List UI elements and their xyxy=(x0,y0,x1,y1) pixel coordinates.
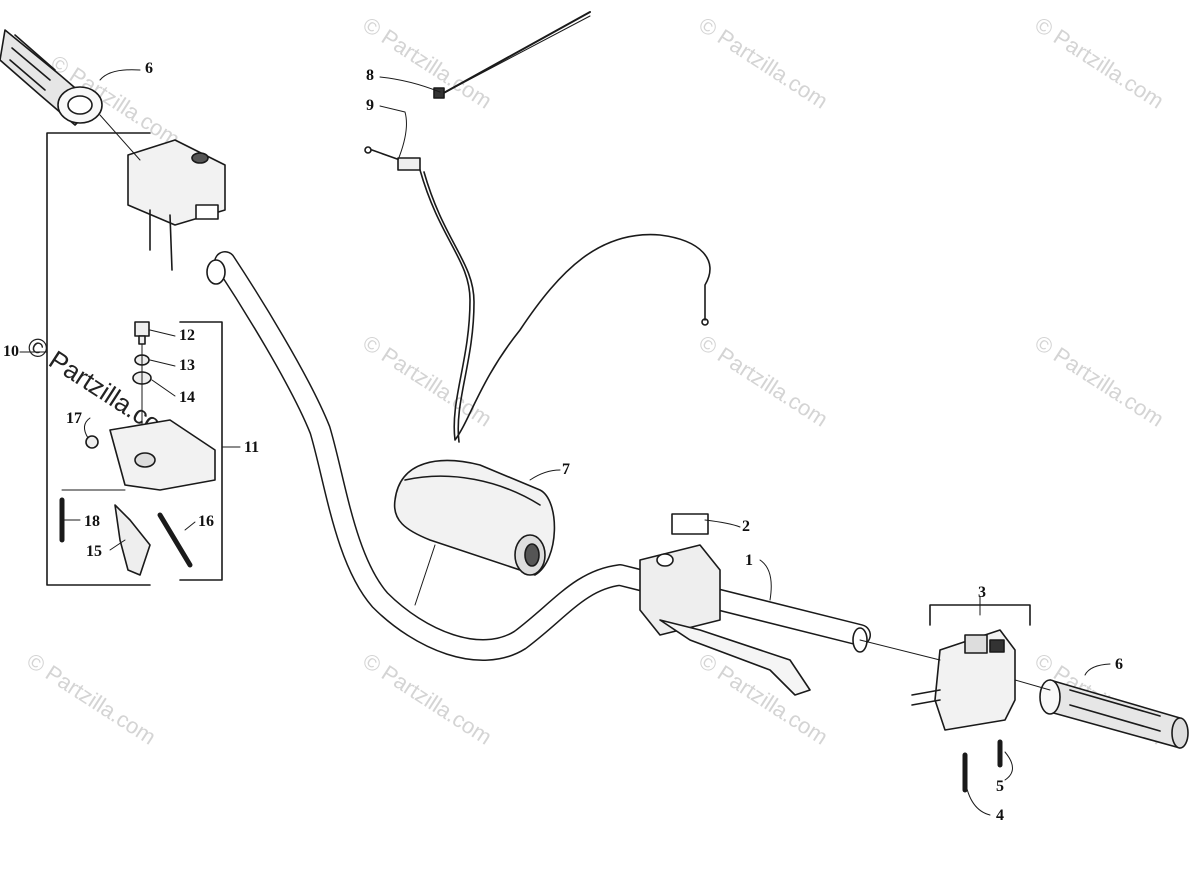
callout-17[interactable]: 17 xyxy=(66,410,82,427)
callout-18[interactable]: 18 xyxy=(84,513,100,530)
callout-16[interactable]: 16 xyxy=(198,513,214,530)
callout-6-right[interactable]: 6 xyxy=(1115,656,1123,673)
callout-10[interactable]: 10 xyxy=(3,343,19,360)
throttle-body xyxy=(109,419,216,491)
callout-4[interactable]: 4 xyxy=(996,807,1004,824)
handlebar xyxy=(206,251,871,661)
left-grip xyxy=(0,29,103,126)
callout-2[interactable]: 2 xyxy=(742,518,750,535)
switch-housing-3 xyxy=(911,629,1016,731)
callout-14[interactable]: 14 xyxy=(179,389,195,406)
bracket-11 xyxy=(179,321,223,581)
callout-15[interactable]: 15 xyxy=(86,543,102,560)
callout-12[interactable]: 12 xyxy=(179,327,195,344)
callout-13[interactable]: 13 xyxy=(179,357,195,374)
screw-16 xyxy=(157,512,193,568)
crossbar-pad-7 xyxy=(393,459,556,576)
callout-8[interactable]: 8 xyxy=(366,67,374,84)
callout-9[interactable]: 9 xyxy=(366,97,374,114)
throttle-housing xyxy=(127,139,226,271)
bolt-12 xyxy=(134,321,150,345)
callout-5[interactable]: 5 xyxy=(996,778,1004,795)
callout-1[interactable]: 1 xyxy=(745,552,753,569)
throttle-cable-9 xyxy=(364,146,711,443)
bracket-10 xyxy=(46,132,151,586)
right-grip xyxy=(1039,679,1189,749)
callout-11[interactable]: 11 xyxy=(244,439,260,456)
screw-17 xyxy=(85,435,99,449)
cable-tie-8 xyxy=(439,11,591,96)
callout-3[interactable]: 3 xyxy=(978,584,986,601)
callout-6-left[interactable]: 6 xyxy=(145,60,153,77)
callout-7[interactable]: 7 xyxy=(562,461,570,478)
lever-15 xyxy=(114,504,151,576)
brake-master-cylinder xyxy=(639,513,811,696)
